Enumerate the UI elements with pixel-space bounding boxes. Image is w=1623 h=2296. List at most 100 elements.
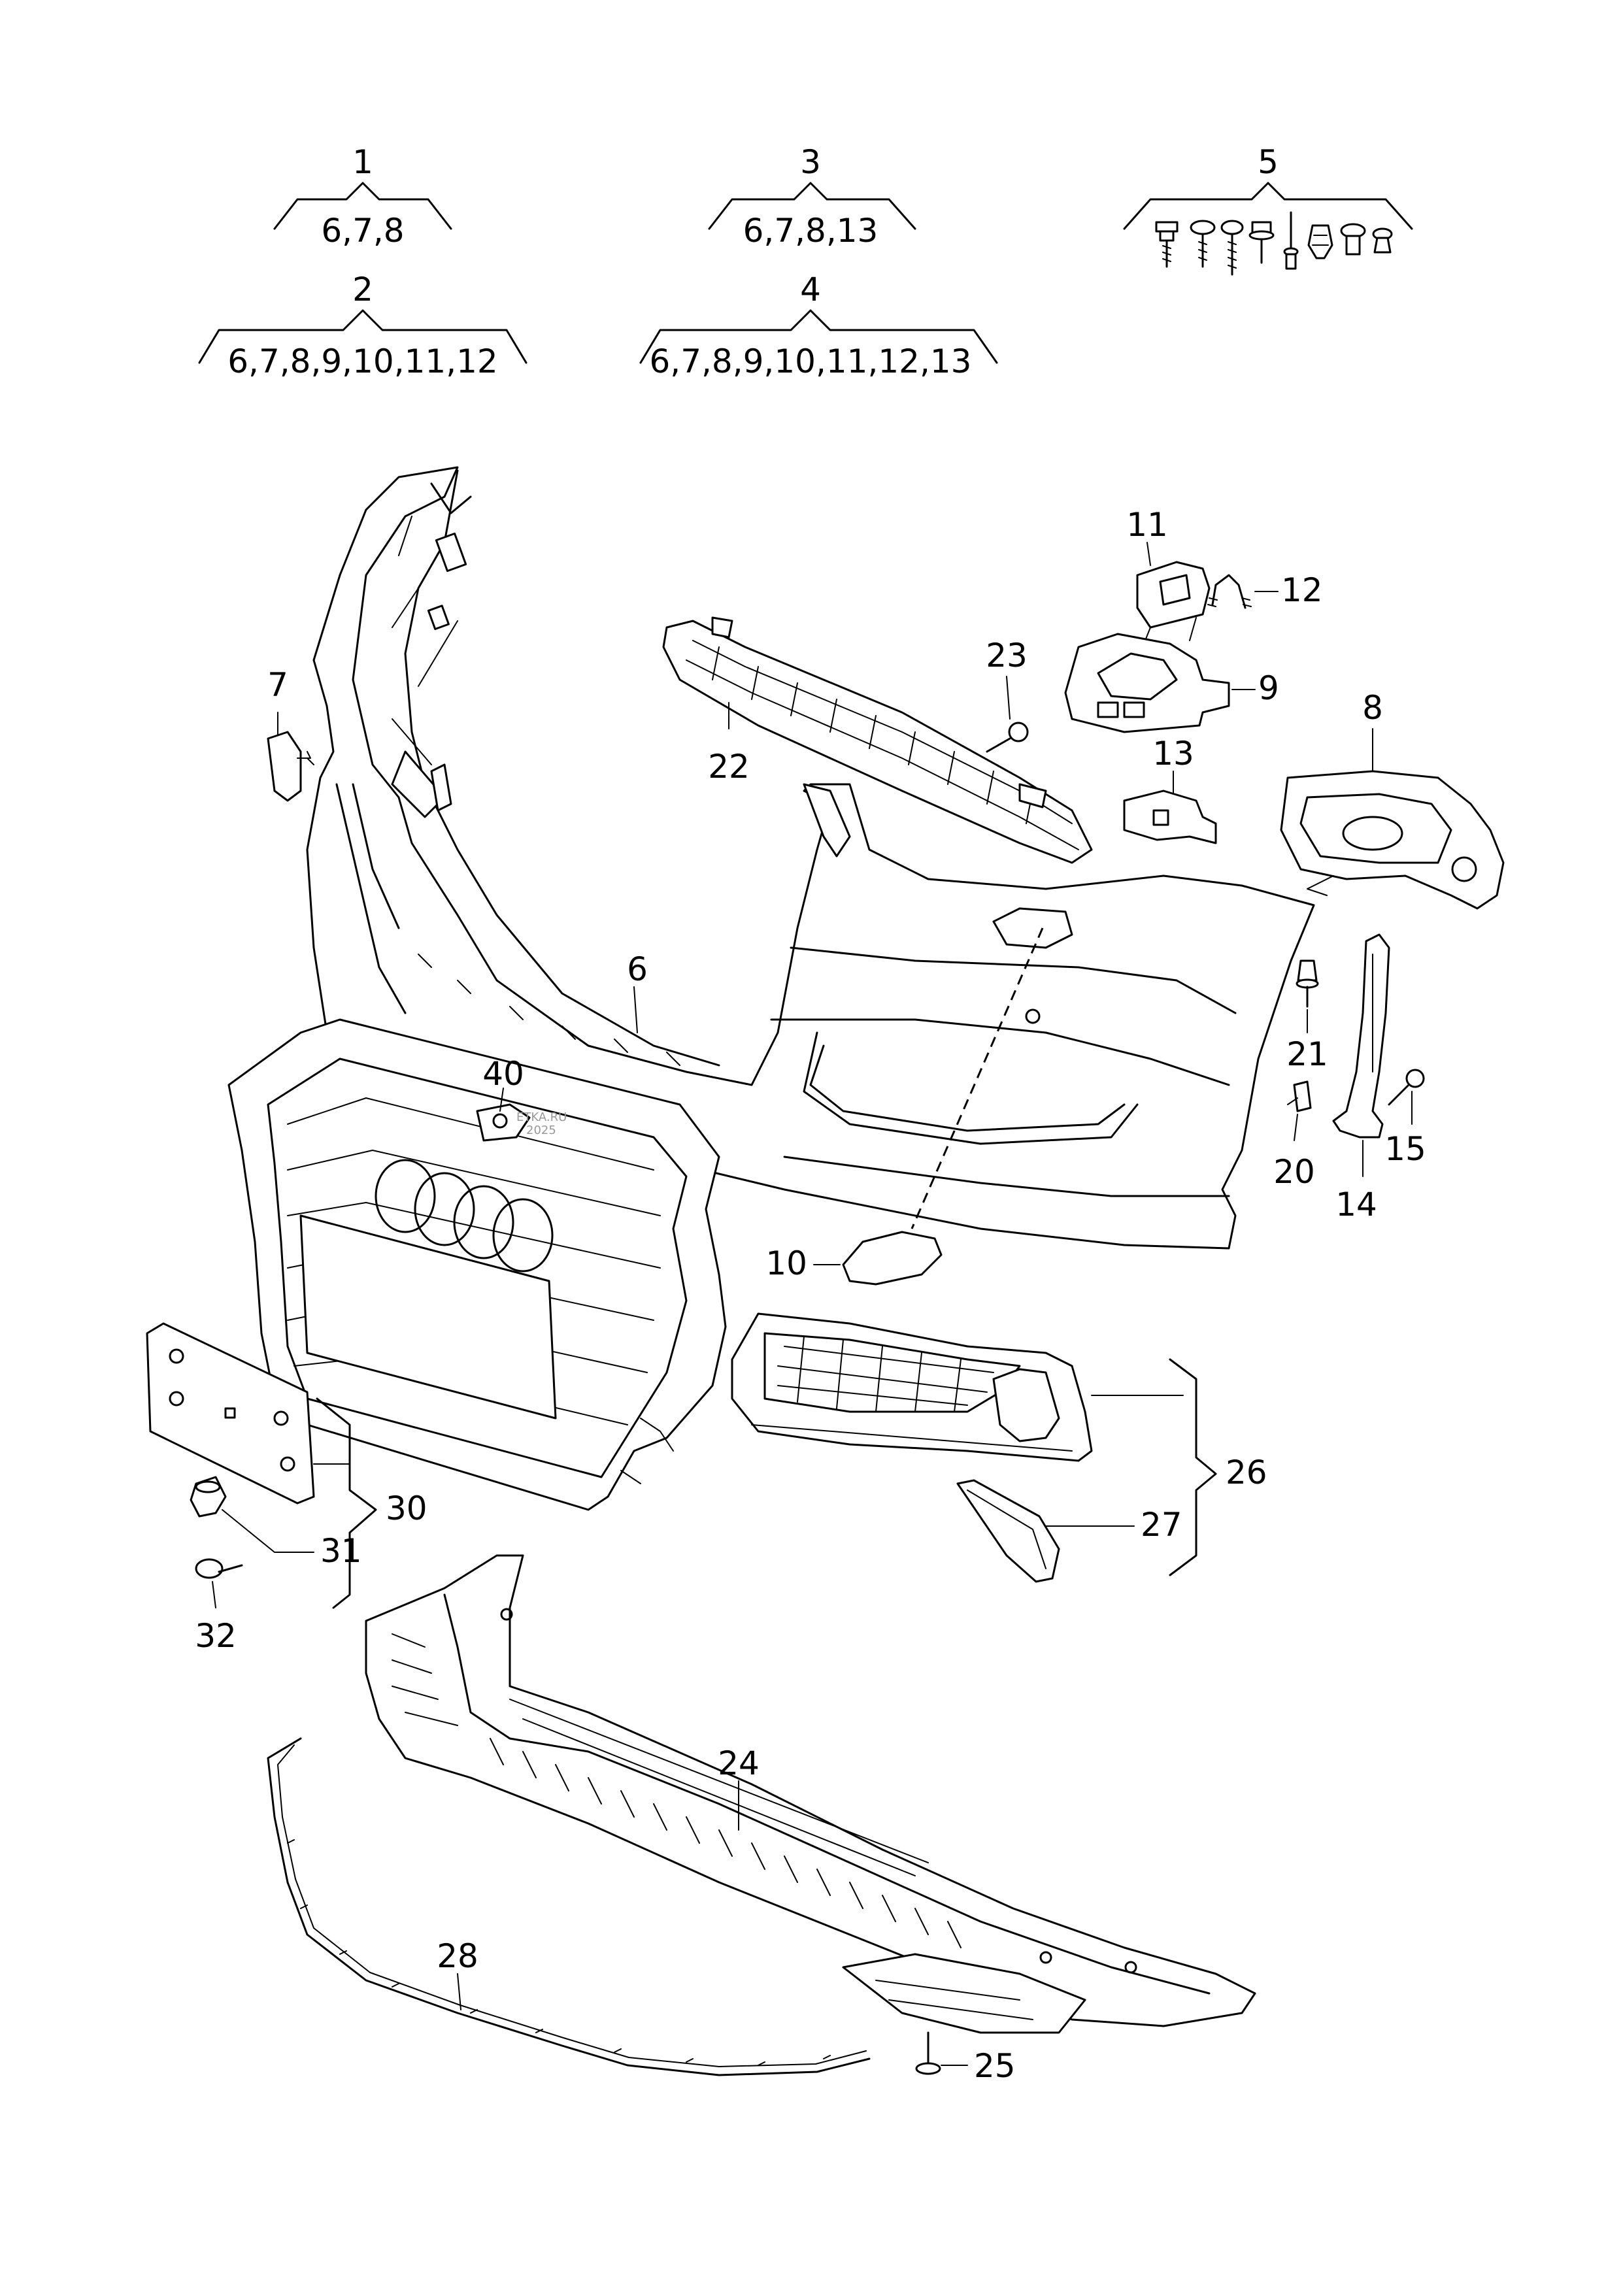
bumper-top-corner xyxy=(430,482,472,514)
bumper-crease xyxy=(790,946,1237,1014)
bumper-tabs xyxy=(418,954,680,1066)
bracket-right-inner xyxy=(1299,793,1452,864)
callout-7: 7 xyxy=(267,666,288,704)
bumper-clip xyxy=(430,763,452,812)
trim-cap-lower xyxy=(842,1231,943,1286)
trim-cap-left xyxy=(267,731,314,802)
group-3-brace xyxy=(708,182,916,230)
group-2: 2 6,7,8,9,10,11,12 xyxy=(198,271,527,380)
trim-strip-27-shape xyxy=(956,1479,1060,1583)
bumper-slot-1 xyxy=(435,532,467,573)
fog-grille-lower-edge xyxy=(751,1424,1073,1452)
lower-spoiler-right-insert xyxy=(842,1953,1086,2034)
callout-6: 6 xyxy=(627,950,648,988)
lower-spoiler-hole-3 xyxy=(1124,1961,1137,1974)
screw-15 xyxy=(1388,1069,1425,1106)
watermark-line2: 2025 xyxy=(526,1123,556,1137)
lower-spoiler-mesh-rows xyxy=(509,1699,929,1876)
bumper-right-tab xyxy=(803,783,851,857)
callout-22: 22 xyxy=(708,748,750,786)
spoiler-trim-outer xyxy=(267,1737,871,2076)
expansion-rivet xyxy=(1296,959,1319,1008)
clip-nut xyxy=(1287,1080,1312,1112)
leader-6 xyxy=(633,986,638,1033)
bumper-fog-opening xyxy=(809,1044,1126,1132)
group-2-brace xyxy=(198,309,527,364)
group-1-id: 1 xyxy=(352,143,373,181)
main-grille-plate-area xyxy=(299,1214,557,1420)
retainer-plate-hole xyxy=(1152,809,1169,826)
lower-spoiler-hole-2 xyxy=(1039,1951,1052,1964)
bumper-slot-2 xyxy=(427,605,450,631)
bumper-left-vent xyxy=(352,783,400,929)
screw-15-head xyxy=(1405,1069,1425,1088)
emblem-mount xyxy=(476,1103,531,1142)
sensor-clip-frame xyxy=(1136,561,1211,629)
lower-spoiler-left-vanes xyxy=(392,1633,458,1726)
group-3-contents: 6,7,8,13 xyxy=(743,212,878,250)
group-26-brace xyxy=(1169,1358,1217,1576)
bumper-left-bracket xyxy=(391,750,446,818)
parking-sensor-hole xyxy=(1025,1008,1041,1024)
sensor-holder xyxy=(1064,633,1230,733)
upper-grille-slats xyxy=(712,646,1033,824)
lower-spoiler-mesh xyxy=(490,1738,962,1948)
bracket-right xyxy=(1280,770,1505,910)
leader-40 xyxy=(499,1088,504,1112)
group-3-id: 3 xyxy=(800,143,821,181)
upper-grille-rib-2 xyxy=(686,659,1079,850)
group-2-contents: 6,7,8,9,10,11,12 xyxy=(227,342,497,380)
plate-hole-1 xyxy=(169,1348,184,1364)
fog-grille xyxy=(731,1312,1093,1462)
group-1: 1 6,7,8 xyxy=(273,143,452,250)
callout-15: 15 xyxy=(1384,1130,1426,1168)
expansion-rivet-top xyxy=(1297,959,1318,982)
upper-grille-outline xyxy=(662,620,1093,864)
leader-23 xyxy=(1006,676,1011,720)
lower-spoiler-insert-ribs xyxy=(875,1980,1033,2020)
plate-hole-2 xyxy=(273,1410,289,1426)
spring-clip-arch xyxy=(1211,574,1247,609)
plate-screw xyxy=(195,1558,243,1579)
spring-clip xyxy=(1207,574,1252,609)
group-4-id: 4 xyxy=(800,271,821,308)
plate-nut-top xyxy=(195,1480,221,1493)
main-grille-slat-3 xyxy=(287,1202,661,1269)
callout-40: 40 xyxy=(482,1055,524,1093)
sensor-holder-port-2 xyxy=(1123,701,1145,718)
callout-24: 24 xyxy=(718,1744,760,1782)
callout-8: 8 xyxy=(1362,689,1383,727)
plate-nut-body xyxy=(190,1476,227,1518)
trim-cap-lower-shape xyxy=(842,1231,943,1286)
license-plate-bracket-body xyxy=(146,1322,315,1505)
callout-31: 31 xyxy=(320,1532,362,1570)
fastener-set-icon xyxy=(1155,211,1393,276)
audi-rings-logo xyxy=(375,1159,554,1273)
callout-13: 13 xyxy=(1152,735,1194,773)
callout-11: 11 xyxy=(1126,506,1168,544)
callout-27: 27 xyxy=(1141,1506,1182,1544)
emblem-mount-hole xyxy=(492,1113,508,1129)
guide-bracket xyxy=(1332,933,1390,1139)
group-30-brace xyxy=(316,1397,377,1609)
bumper-bottom-edge xyxy=(783,1156,1230,1197)
bumper-fog-outer xyxy=(803,1031,1139,1145)
sensor-holder-body xyxy=(1064,633,1230,733)
callout-26: 26 xyxy=(1226,1454,1267,1491)
spring-clip-coils xyxy=(1207,597,1252,607)
sensor-holder-ring xyxy=(1097,652,1178,701)
plate-hole-3 xyxy=(169,1391,184,1406)
guide-bracket-body xyxy=(1332,933,1390,1139)
leader-32 xyxy=(212,1581,216,1608)
callout-30: 30 xyxy=(386,1489,427,1527)
bracket-right-foot xyxy=(1307,875,1334,896)
main-grille-slat-2 xyxy=(287,1150,661,1216)
group-3: 3 6,7,8,13 xyxy=(708,143,916,250)
callout-25: 25 xyxy=(974,2047,1016,2085)
trim-cap-left-clip xyxy=(297,751,314,765)
lower-spoiler xyxy=(365,1554,1256,2034)
sensor-clip-window xyxy=(1159,574,1191,606)
upper-grille xyxy=(662,616,1093,864)
callout-32: 32 xyxy=(195,1617,237,1655)
